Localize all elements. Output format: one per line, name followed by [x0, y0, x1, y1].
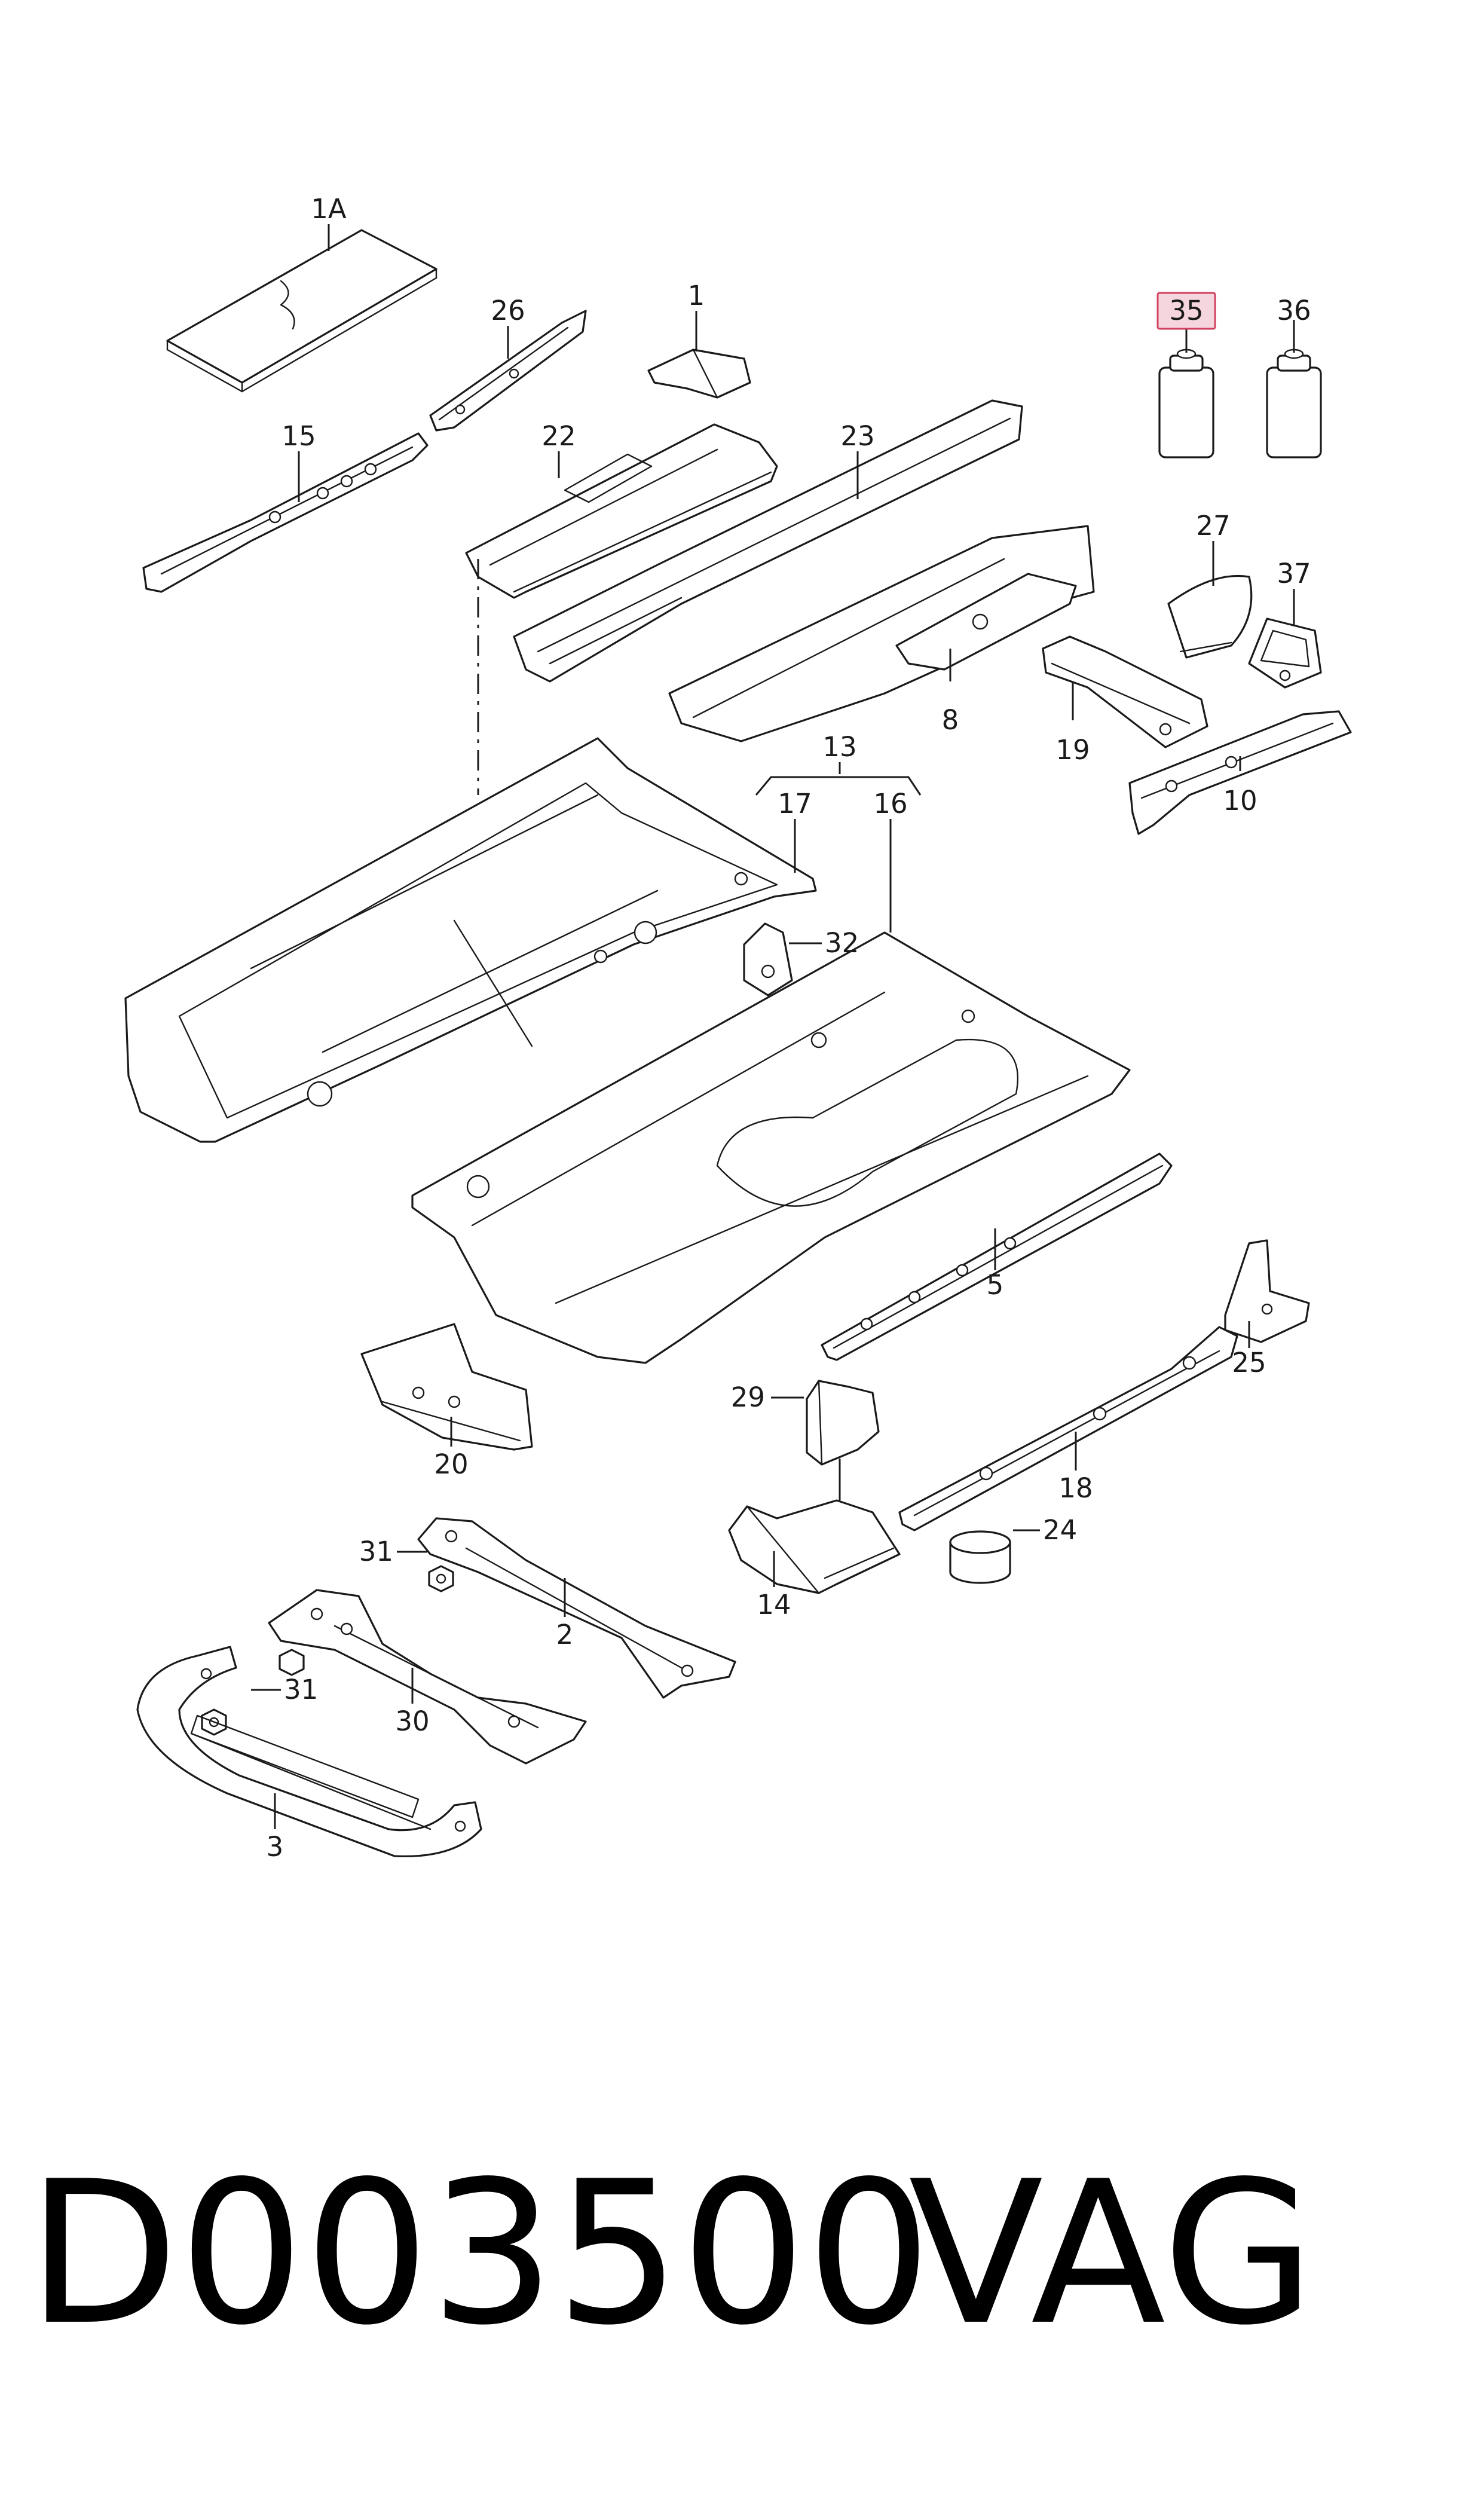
callout-19[interactable]: 19 — [1055, 734, 1090, 766]
part-30-brace — [268, 1589, 587, 1765]
part-18-reinforcement — [898, 1326, 1238, 1531]
part-2-brace — [417, 1517, 736, 1699]
callout-14[interactable]: 14 — [757, 1589, 791, 1621]
part-24-grommet — [949, 1530, 1011, 1584]
callout-26[interactable]: 26 — [491, 295, 525, 326]
part-5-sill — [821, 1152, 1173, 1361]
callout-32[interactable]: 32 — [825, 927, 859, 959]
callout-16[interactable]: 16 — [873, 788, 907, 820]
leader-lines — [251, 224, 1295, 1829]
diagram-code: D003500 — [27, 2139, 932, 2368]
callout-31-lower[interactable]: 31 — [284, 1674, 318, 1705]
part-17-front-floor — [124, 737, 817, 1143]
part-8-member — [668, 525, 1095, 742]
part-10-member — [1128, 710, 1352, 835]
part-1-bracket — [647, 348, 751, 399]
part-1a-mat — [166, 229, 437, 393]
callout-23[interactable]: 23 — [840, 420, 874, 452]
part-16-rear-floor — [411, 931, 1131, 1364]
callout-1[interactable]: 1 — [688, 280, 705, 311]
callout-22[interactable]: 22 — [541, 420, 576, 452]
callout-25[interactable]: 25 — [1232, 1347, 1266, 1378]
callout-37[interactable]: 37 — [1277, 558, 1311, 589]
part-27-cover — [1167, 574, 1253, 659]
callout-17[interactable]: 17 — [778, 788, 812, 820]
callout-20[interactable]: 20 — [434, 1448, 468, 1480]
callout-8[interactable]: 8 — [942, 704, 959, 736]
part-37-bracket — [1248, 617, 1322, 689]
callout-1a[interactable]: 1A — [311, 193, 347, 225]
part-23-member — [513, 399, 1023, 683]
callout-30[interactable]: 30 — [395, 1705, 429, 1737]
part-25-bracket — [1224, 1239, 1310, 1343]
part-36-can — [1266, 348, 1322, 458]
callout-2[interactable]: 2 — [556, 1619, 574, 1650]
part-3-subframe — [136, 1646, 482, 1858]
callout-35[interactable]: 35 — [1169, 295, 1203, 326]
part-22-reinforcement — [465, 423, 778, 599]
part-15-rail — [142, 432, 429, 593]
part-29-bracket — [806, 1380, 880, 1466]
callout-27[interactable]: 27 — [1196, 510, 1230, 542]
part-26-strip — [429, 310, 587, 432]
callout-3[interactable]: 3 — [267, 1831, 284, 1863]
callout-18[interactable]: 18 — [1058, 1472, 1093, 1504]
callout-10[interactable]: 10 — [1223, 785, 1257, 817]
brand-name: VAG — [908, 2139, 1315, 2368]
part-14-bracket — [728, 1499, 901, 1594]
part-31-nut-upper — [428, 1565, 454, 1592]
callout-5[interactable]: 5 — [987, 1269, 1004, 1301]
part-19-bracket — [1042, 635, 1208, 748]
part-32-bracket — [743, 922, 793, 996]
callout-24[interactable]: 24 — [1043, 1514, 1077, 1546]
callout-15[interactable]: 15 — [281, 420, 316, 452]
part-20-bracket — [360, 1323, 533, 1451]
callout-29[interactable]: 29 — [731, 1381, 765, 1413]
callout-35-highlight — [1156, 292, 1216, 330]
part-35-can — [1158, 348, 1214, 458]
callout-13[interactable]: 13 — [822, 731, 856, 763]
callout-31-upper[interactable]: 31 — [359, 1536, 393, 1567]
callout-36[interactable]: 36 — [1277, 295, 1311, 326]
